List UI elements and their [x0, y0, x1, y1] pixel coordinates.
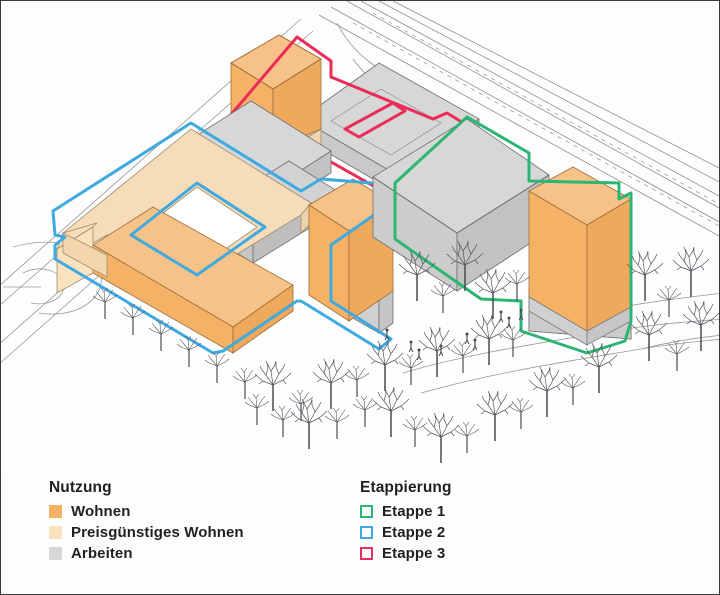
legend-item-etappe-2: Etappe 2 — [360, 522, 452, 542]
legend-item-arbeiten: Arbeiten — [49, 543, 244, 563]
legend-column-nutzung: Nutzung Wohnen Preisgünstiges Wohnen Arb… — [49, 479, 244, 564]
street-rail-corridor — [318, 1, 719, 237]
legend-label-arbeiten: Arbeiten — [71, 544, 133, 562]
legend-title-etappierung: Etappierung — [360, 479, 452, 496]
volume-west-courtyard-block — [56, 128, 312, 354]
legend-swatch-etappe-2 — [360, 525, 373, 539]
legend-swatch-etappe-1 — [360, 504, 373, 518]
etappe-3-inner-notch — [343, 101, 407, 139]
etappe-2-boundary — [51, 121, 399, 355]
volume-east-tower — [528, 166, 632, 346]
legend-label-etappe-3: Etappe 3 — [382, 544, 446, 562]
legend-item-preisguenstiges-wohnen: Preisgünstiges Wohnen — [49, 522, 244, 542]
legend: Nutzung Wohnen Preisgünstiges Wohnen Arb… — [1, 479, 719, 594]
legend-label-preisguenstiges-wohnen: Preisgünstiges Wohnen — [71, 523, 244, 541]
legend-title-nutzung: Nutzung — [49, 479, 112, 496]
legend-item-etappe-3: Etappe 3 — [360, 543, 452, 563]
legend-swatch-preisguenstiges-wohnen — [49, 525, 62, 539]
legend-swatch-etappe-3 — [360, 546, 373, 560]
etappe-1-boundary — [393, 115, 633, 355]
legend-label-etappe-2: Etappe 2 — [382, 523, 446, 541]
legend-item-wohnen: Wohnen — [49, 501, 244, 521]
legend-swatch-arbeiten — [49, 546, 62, 560]
etappe-2-courtyard-outline — [129, 181, 267, 277]
legend-swatch-wohnen — [49, 504, 62, 518]
legend-column-etappierung: Etappierung Etappe 1 Etappe 2 Etappe 3 — [360, 479, 452, 564]
legend-item-etappe-1: Etappe 1 — [360, 501, 452, 521]
legend-label-etappe-1: Etappe 1 — [382, 502, 446, 520]
legend-label-wohnen: Wohnen — [71, 502, 131, 520]
